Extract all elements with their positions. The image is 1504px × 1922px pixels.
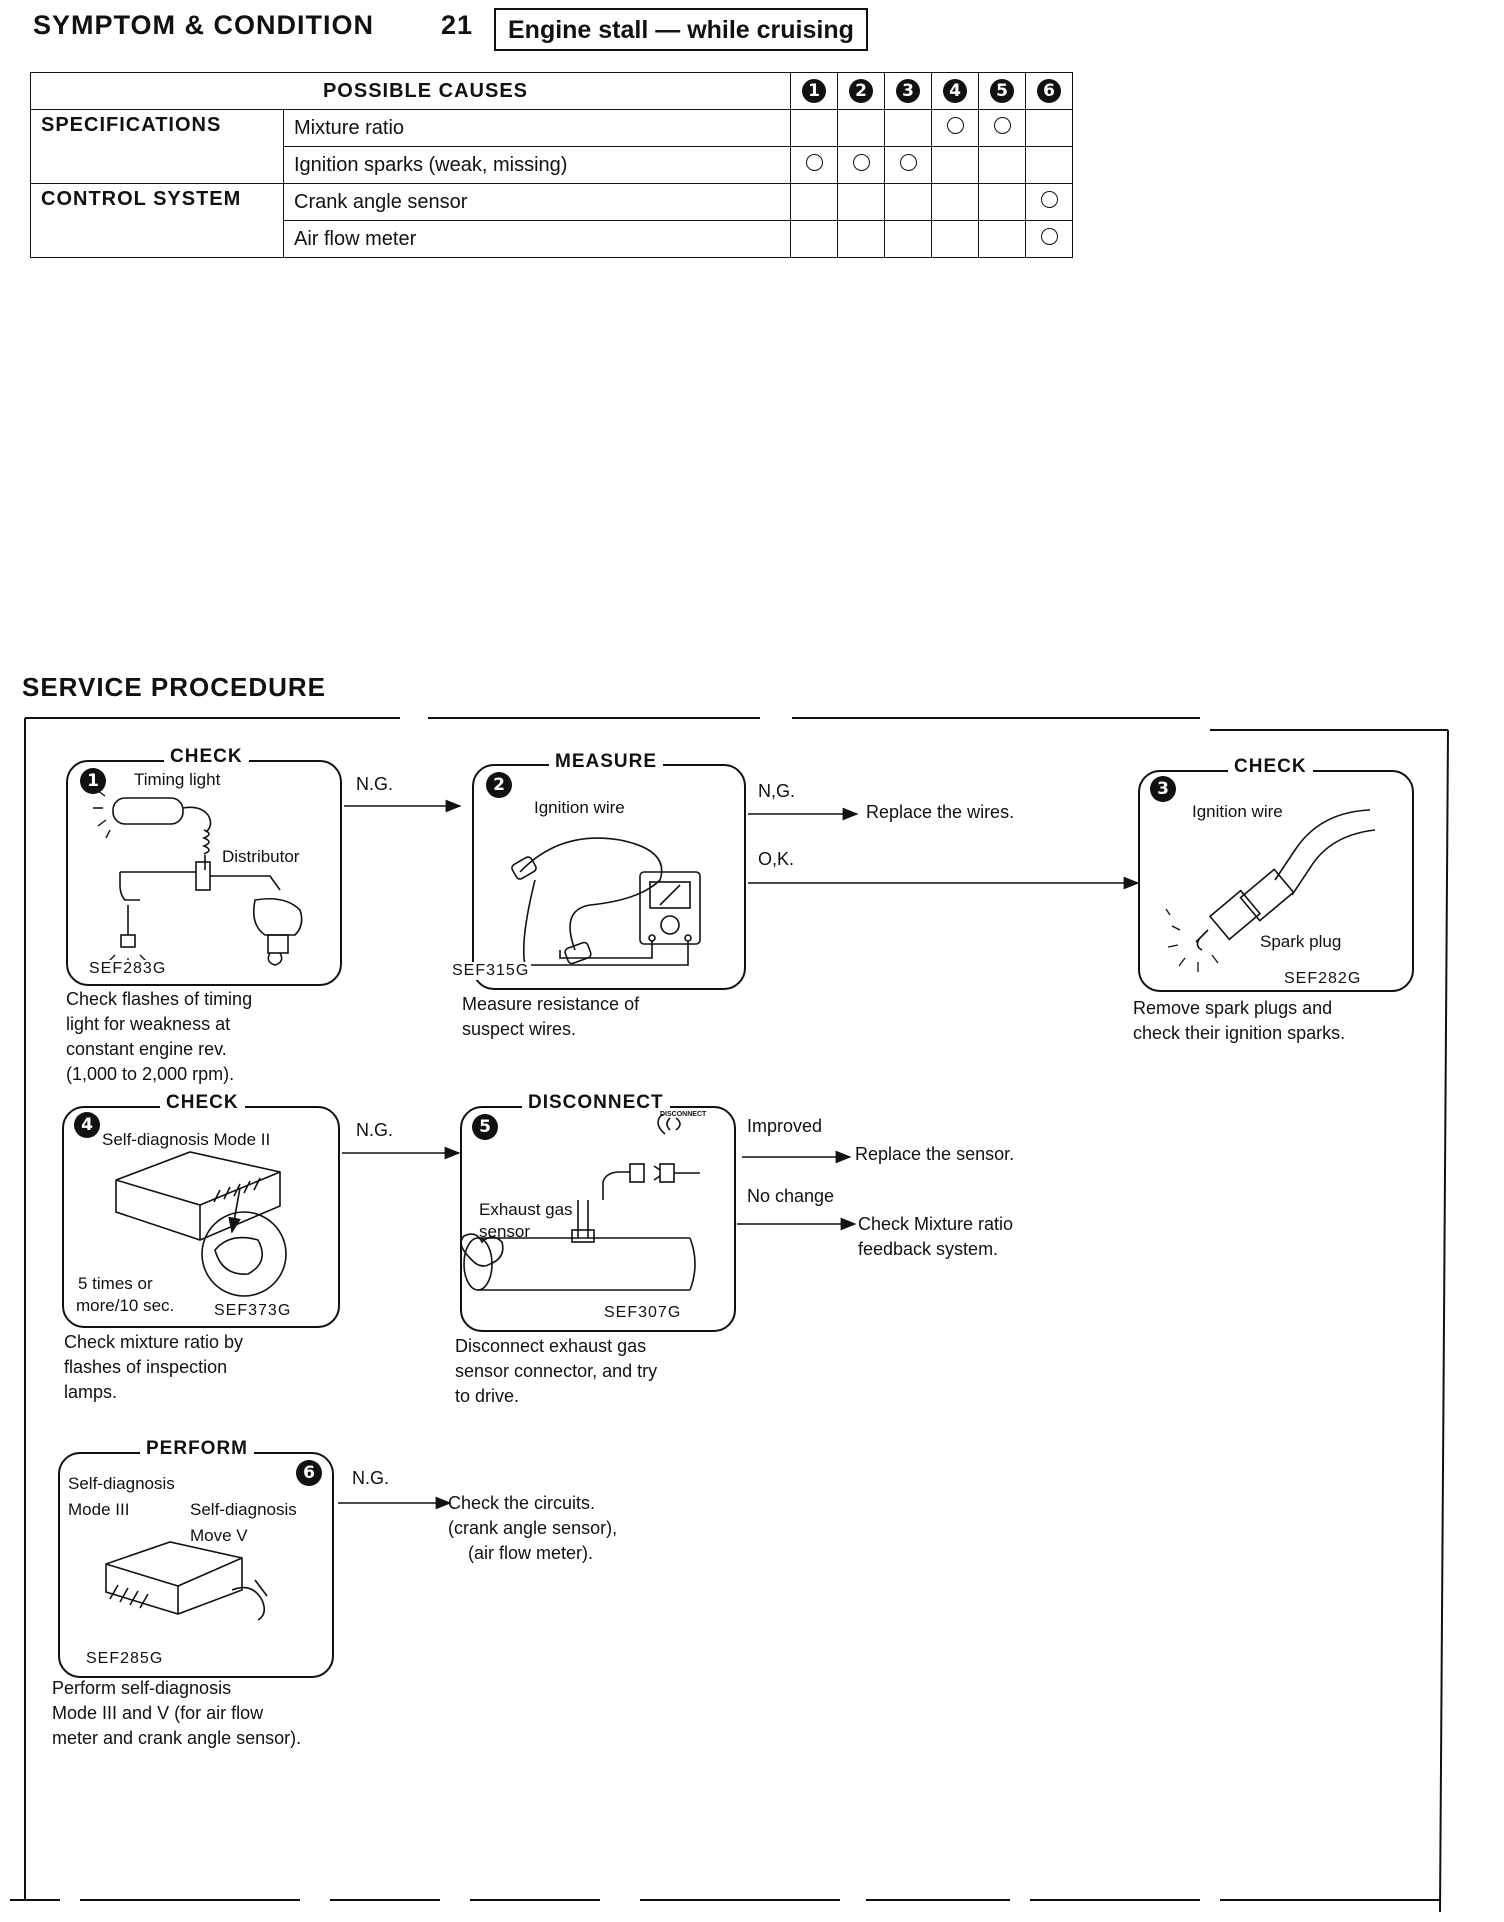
table-row: Air flow meter xyxy=(31,220,1073,258)
step-1-label-timing-light: Timing light xyxy=(134,770,221,789)
step-2-title: MEASURE xyxy=(549,751,664,773)
mark-cell xyxy=(978,146,1026,184)
flow-improved: Improved xyxy=(747,1116,823,1136)
step-6-figure-code: SEF285G xyxy=(84,1650,166,1668)
flow-replace-sensor: Replace the sensor. xyxy=(855,1144,1015,1164)
flow-replace-wires: Replace the wires. xyxy=(866,802,1015,822)
table-row: CONTROL SYSTEM Crank angle sensor xyxy=(30,183,1073,258)
step-4-label-rate: more/10 sec. xyxy=(76,1296,175,1315)
possible-causes-table: POSSIBLE CAUSES 1 2 3 4 5 6 SPECIFICATIO… xyxy=(30,72,1073,258)
ecu-illustration xyxy=(115,1151,287,1297)
flow-ng-4: N.G. xyxy=(356,1120,394,1140)
column-header-4: 4 xyxy=(931,72,979,110)
service-procedure-heading: SERVICE PROCEDURE xyxy=(22,672,327,702)
flow-ok: O,K. xyxy=(758,849,795,869)
cause-mark-circle xyxy=(946,116,964,134)
mark-cell xyxy=(1025,146,1073,184)
cause-mark-circle xyxy=(852,153,870,171)
step-1-label-distributor: Distributor xyxy=(222,847,300,866)
step-2-figure-code: SEF315G xyxy=(450,962,532,980)
cause-mark-circle xyxy=(899,153,917,171)
exhaust-sensor-illustration xyxy=(460,1111,700,1291)
step-6-label-self-diagnosis-1: Self-diagnosis xyxy=(68,1474,175,1493)
mark-cell xyxy=(837,183,885,221)
mark-cell xyxy=(837,220,885,258)
step-3-label-ignition-wire: Ignition wire xyxy=(1192,802,1283,821)
step-3-label-spark-plug: Spark plug xyxy=(1260,932,1342,951)
table-row: Ignition sparks (weak, missing) xyxy=(31,146,1073,184)
symptom-number: 21 xyxy=(441,10,474,40)
step-1-title: CHECK xyxy=(164,746,249,768)
flow-ng-2: N,G. xyxy=(758,781,796,801)
mark-cell xyxy=(978,220,1026,258)
cause-mark-circle xyxy=(993,116,1011,134)
step-4-figure-code: SEF373G xyxy=(212,1302,294,1320)
mark-cell xyxy=(1025,183,1073,221)
flow-ng-6: N.G. xyxy=(352,1468,390,1488)
spark-plug-illustration xyxy=(1195,809,1376,951)
step-5-number-icon: 5 xyxy=(472,1114,498,1140)
flow-ng-1: N.G. xyxy=(356,774,394,794)
step-6-label-move-v: Move V xyxy=(190,1526,248,1545)
group-label-specifications: SPECIFICATIONS xyxy=(30,109,284,184)
timing-light-illustration xyxy=(112,797,303,966)
step-3-figure-code: SEF282G xyxy=(1282,970,1364,988)
step-3-number-icon: 3 xyxy=(1150,776,1176,802)
disconnect-icon-label: DISCONNECT xyxy=(660,1111,707,1118)
step-4-label-self-diagnosis: Self-diagnosis Mode II xyxy=(102,1130,271,1149)
mark-cell xyxy=(931,220,979,258)
ecu-illustration-6 xyxy=(105,1541,268,1621)
step-4-title: CHECK xyxy=(160,1092,245,1114)
spark-lines xyxy=(1165,908,1219,972)
mark-cell xyxy=(1025,109,1073,147)
row-label: Ignition sparks (weak, missing) xyxy=(283,146,791,184)
cause-mark-circle xyxy=(1040,190,1058,208)
ignition-wire-meter-illustration xyxy=(511,837,701,966)
step-6-label-self-diagnosis-2: Self-diagnosis xyxy=(190,1500,297,1519)
cause-mark-circle xyxy=(805,153,823,171)
step-4-number-icon: 4 xyxy=(74,1112,100,1138)
procedure-frame xyxy=(10,717,1449,1913)
cause-mark-circle xyxy=(1040,227,1058,245)
step-5-label-exhaust-gas: Exhaust gas xyxy=(479,1200,573,1219)
symptom-heading: SYMPTOM & CONDITION xyxy=(33,10,375,40)
column-header-3: 3 xyxy=(884,72,932,110)
symptom-title: Engine stall — while cruising xyxy=(494,8,868,51)
mark-cell xyxy=(790,109,838,147)
step-6-title: PERFORM xyxy=(140,1438,254,1460)
mark-cell xyxy=(790,220,838,258)
mark-cell xyxy=(884,183,932,221)
row-label: Mixture ratio xyxy=(283,109,791,147)
step-5-label-sensor: sensor xyxy=(479,1222,531,1241)
flow-check-circuits: Check the circuits.(crank angle sensor),… xyxy=(448,1493,618,1563)
column-header-1: 1 xyxy=(790,72,838,110)
step-4-label-times: 5 times or xyxy=(78,1274,153,1293)
mark-cell xyxy=(884,220,932,258)
group-label-control-system: CONTROL SYSTEM xyxy=(30,183,284,258)
row-label: Air flow meter xyxy=(283,220,791,258)
step-2-label-ignition-wire: Ignition wire xyxy=(534,798,625,817)
mark-cell xyxy=(837,146,885,184)
mark-cell xyxy=(1025,220,1073,258)
step-6-number-icon: 6 xyxy=(296,1460,322,1486)
table-row: SPECIFICATIONS Mixture ratio xyxy=(30,109,1073,184)
column-header-6: 6 xyxy=(1025,72,1073,110)
step-5-figure-code: SEF307G xyxy=(602,1304,684,1322)
step-1-number-icon: 1 xyxy=(80,768,106,794)
step-5-title: DISCONNECT xyxy=(522,1092,670,1114)
flow-no-change: No change xyxy=(747,1186,835,1206)
step-1-panel xyxy=(66,760,342,986)
step-6-label-mode-iii: Mode III xyxy=(68,1500,130,1519)
step-2-number-icon: 2 xyxy=(486,772,512,798)
step-3-title: CHECK xyxy=(1228,756,1313,778)
step-1-figure-code: SEF283G xyxy=(87,960,169,978)
